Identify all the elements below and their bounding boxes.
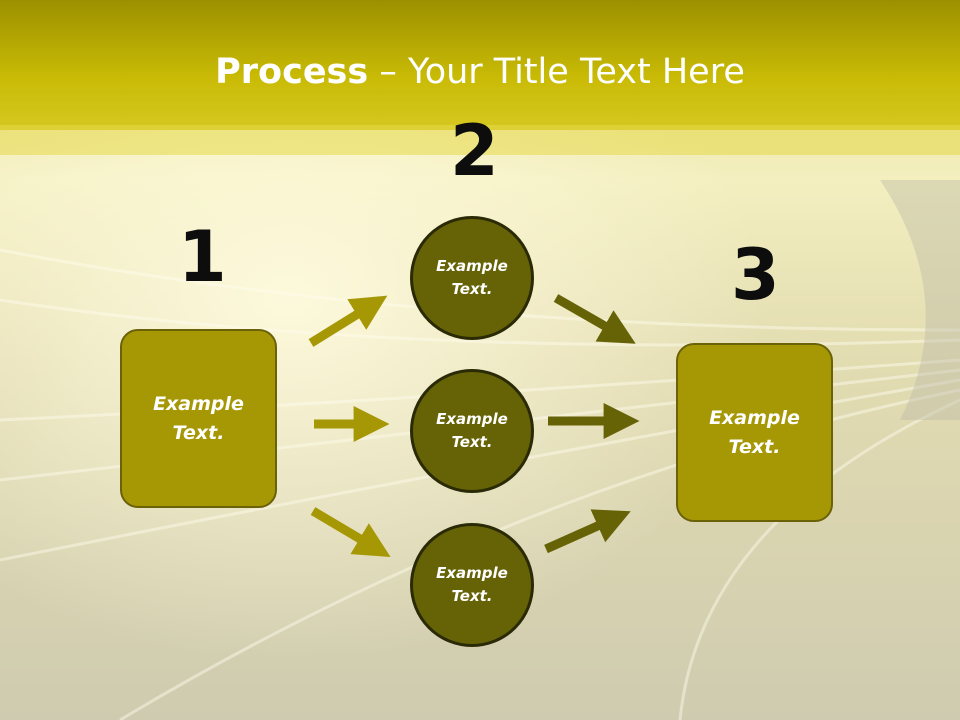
circle-middle-label: Example Text. <box>436 410 508 451</box>
arrow-2a-to-3 <box>553 294 636 344</box>
step-1-label: Example Text. <box>153 392 244 444</box>
step-2-circle-top: Example Text. <box>410 216 534 340</box>
title-bold: Process <box>215 52 369 92</box>
arrow-1-to-2a <box>308 295 388 347</box>
title-rest: – Your Title Text Here <box>368 52 745 92</box>
circle-top-label: Example Text. <box>436 257 508 298</box>
step-3-label: Example Text. <box>709 406 800 458</box>
step-3-box: Example Text. <box>676 343 833 522</box>
step-2-circle-bottom: Example Text. <box>410 523 534 647</box>
step-number-2: 2 <box>450 110 499 192</box>
arrow-1-to-2c <box>310 507 391 558</box>
step-1-box: Example Text. <box>120 329 277 508</box>
arrow-2c-to-3 <box>544 509 631 554</box>
circle-bottom-label: Example Text. <box>436 564 508 605</box>
step-number-3: 3 <box>731 234 780 316</box>
page-title: Process – Your Title Text Here <box>0 52 960 92</box>
step-2-circle-middle: Example Text. <box>410 369 534 493</box>
step-number-1: 1 <box>178 216 227 298</box>
